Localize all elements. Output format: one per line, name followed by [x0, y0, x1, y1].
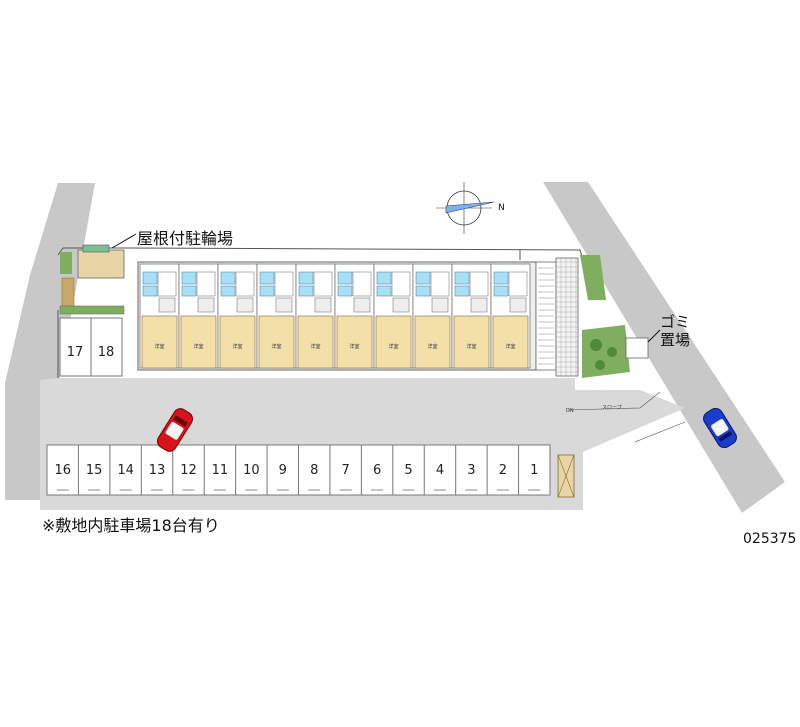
room-label: 洋室	[193, 343, 203, 350]
parking-space-label: 15	[86, 463, 103, 478]
room-label: 洋室	[427, 343, 437, 350]
apartment-unit: 洋室	[139, 263, 180, 369]
greenery-garden	[582, 325, 630, 378]
downward-label: DN	[566, 408, 574, 414]
compass-north-label: N	[498, 203, 505, 213]
parking-space-label: 9	[279, 463, 287, 478]
parking-space-label: 18	[98, 345, 115, 360]
property-code: 025375	[743, 531, 796, 547]
greenery-left-2	[61, 277, 75, 309]
parking-space-label: 10	[243, 463, 260, 478]
parking-space-label: 14	[117, 463, 134, 478]
parking-space-label: 6	[373, 463, 381, 478]
parking-space-label: 11	[212, 463, 229, 478]
greenery-left	[60, 252, 72, 274]
parking-space-label: 16	[54, 463, 71, 478]
blue-car	[703, 407, 737, 449]
parking-space-label: 1	[530, 463, 538, 478]
apartment-unit: 洋室	[373, 263, 414, 369]
parking-space-label: 7	[342, 463, 350, 478]
garbage-label-line2: 置場	[660, 331, 690, 349]
apartment-unit: 洋室	[334, 263, 375, 369]
room-label: 洋室	[388, 343, 398, 350]
parking-space-label: 8	[310, 463, 318, 478]
apartment-unit: 洋室	[217, 263, 258, 369]
site-boundary	[57, 247, 584, 261]
apartment-unit: 洋室	[178, 263, 219, 369]
slope-label: スロープ	[602, 405, 622, 411]
apartment-unit: 洋室	[490, 263, 531, 369]
garbage-label-line1: ゴミ	[660, 313, 690, 331]
compass-icon: N	[436, 182, 505, 234]
parking-space-label: 13	[149, 463, 166, 478]
garbage-area	[625, 337, 649, 359]
greenery-right	[580, 255, 606, 300]
apartment-unit: 洋室	[451, 263, 492, 369]
parking-space-label: 17	[67, 345, 84, 360]
parking-space-label: 2	[499, 463, 507, 478]
room-label: 洋室	[349, 343, 359, 350]
room-label: 洋室	[271, 343, 281, 350]
parking-space-label: 5	[404, 463, 412, 478]
room-label: 洋室	[310, 343, 320, 350]
walkway-left	[59, 305, 125, 315]
parking-note: ※敷地内駐車場18台有り	[42, 516, 220, 535]
bicycle-parking-label: 屋根付駐輪場	[137, 229, 233, 248]
parking-space-label: 3	[467, 463, 475, 478]
apartment-unit: 洋室	[295, 263, 336, 369]
room-label: 洋室	[154, 343, 164, 350]
left-road	[5, 183, 95, 500]
apartment-unit: 洋室	[412, 263, 453, 369]
parking-space-label: 4	[436, 463, 444, 478]
parking-space-label: 12	[180, 463, 197, 478]
room-label: 洋室	[466, 343, 476, 350]
apartment-unit: 洋室	[256, 263, 297, 369]
bicycle-parking	[77, 249, 125, 279]
room-label: 洋室	[232, 343, 242, 350]
room-label: 洋室	[505, 343, 515, 350]
red-car	[157, 408, 193, 452]
